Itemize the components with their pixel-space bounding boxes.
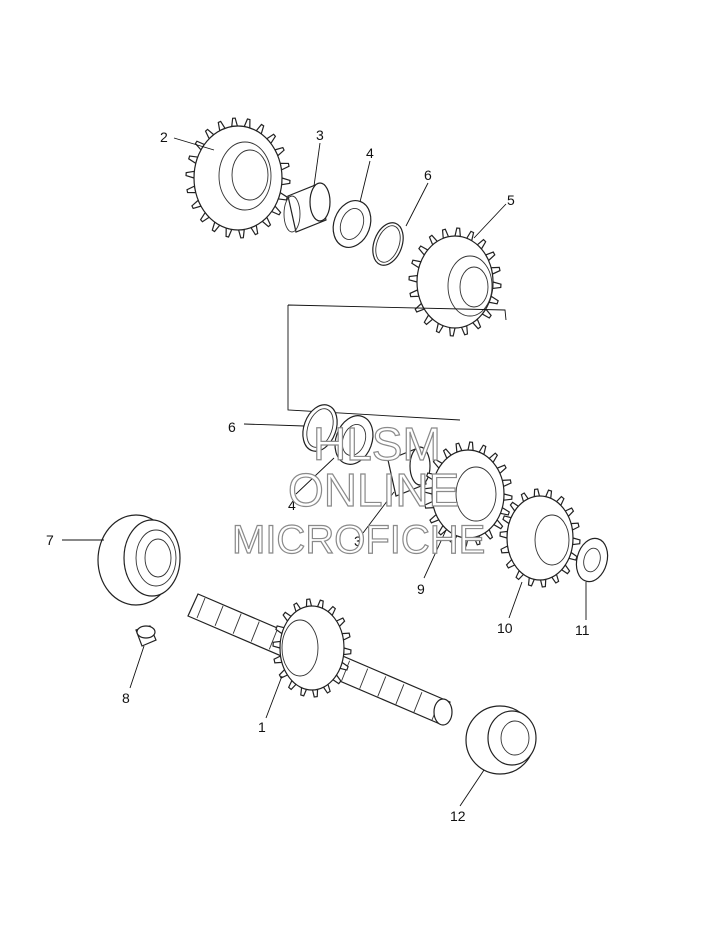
shaft-spline [196,597,206,619]
callout-2: 2 [160,129,168,145]
gear-tooth [454,227,462,238]
thrust-washer-11 [575,537,609,583]
gear-tooth [448,326,456,337]
snap-ring-6-top [372,222,404,266]
shaft-spline [341,660,351,681]
callout-4-top: 4 [366,145,374,161]
callout-6-top: 6 [424,167,432,183]
callout-10: 10 [497,620,513,636]
callout-12: 12 [450,808,466,824]
ball-bearing-12 [465,705,537,775]
shaft-spline [250,621,260,642]
ball-bearing-7 [97,514,181,606]
gear-tooth [467,441,474,452]
shaft-spline [377,676,387,697]
callout-4-mid: 4 [288,497,296,513]
shaft-spline [268,629,278,650]
callout-3-top: 3 [316,127,324,143]
callout-7: 7 [46,532,54,548]
callout-8: 8 [122,690,130,706]
assembly-bracket-line [287,304,507,421]
watermark-line-2: ONLINE [288,464,459,516]
callout-1: 1 [258,719,266,735]
gear-tooth [280,177,291,186]
callout-9: 9 [417,581,425,597]
gear-tooth [499,530,509,539]
gear-5 [408,227,502,337]
snap-ring-6-mid [302,404,338,452]
shaft-spline [214,605,224,627]
callout-11: 11 [575,622,590,638]
gear-tooth [408,274,419,283]
callout-5: 5 [507,192,515,208]
watermark-line-3: MICROFICHE [232,518,485,562]
gear-10 [499,488,581,588]
needle-bearing-3-top [283,182,331,233]
watermark-line-1: HLSM [313,418,441,470]
washer-4-mid [334,415,374,465]
gear-2 [185,117,291,239]
main-shaft-1 [187,593,453,726]
gear-tooth [231,117,239,128]
gear-tooth [503,493,513,501]
gear-tooth [237,228,245,239]
washer-4-top [332,200,372,248]
shaft-spline [413,691,423,713]
gear-tooth [491,281,502,290]
shaft-spline [232,613,242,634]
gear-tooth [571,537,581,546]
gear-tooth [185,170,196,179]
needle-bearing-3-mid [387,446,431,497]
gear-tooth [342,647,352,656]
shaft-spline [359,668,369,689]
shaft-spline [395,684,405,705]
leader-lines [62,137,587,807]
callout-3-mid: 3 [354,533,362,549]
gear-9 [423,441,513,547]
bolt-8 [135,625,157,647]
callout-6-mid: 6 [228,419,236,435]
